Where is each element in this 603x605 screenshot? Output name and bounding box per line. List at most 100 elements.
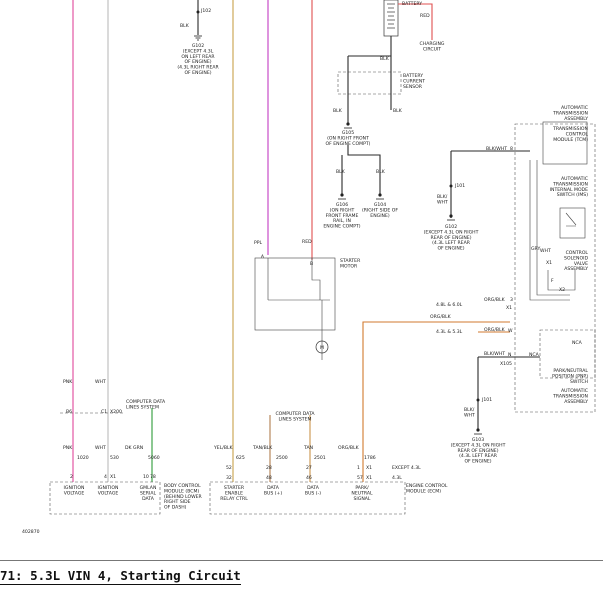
label-x200: X200 bbox=[110, 409, 122, 415]
ims-switch-icon bbox=[565, 212, 577, 227]
label-pinw: W bbox=[508, 328, 513, 334]
label-c5060: 5060 bbox=[148, 455, 160, 461]
label-blkwht-b: BLK/WHT bbox=[464, 407, 475, 418]
wire-orgblk bbox=[362, 321, 510, 482]
automatic-transmission-assembly-box bbox=[514, 123, 596, 413]
label-p27: 27 bbox=[306, 465, 312, 471]
battery-icon bbox=[383, 0, 399, 37]
label-tanblk: TAN/BLK bbox=[252, 445, 273, 451]
bcm-box bbox=[49, 481, 161, 515]
ground-g104-icon bbox=[376, 193, 384, 200]
label-yelblk: YEL/BLK bbox=[213, 445, 234, 451]
tcm-box bbox=[542, 121, 588, 165]
label-blkwht-a: BLK/WHT bbox=[437, 194, 448, 205]
label-p57: 57 bbox=[357, 475, 363, 481]
label-x1d: X1 bbox=[366, 475, 372, 481]
label-l48: 4.8L & 6.0L bbox=[436, 302, 463, 308]
label-j101b: J101 bbox=[481, 397, 492, 403]
label-p46: 46 bbox=[306, 475, 312, 481]
label-exc43: EXCEPT 4.3L bbox=[392, 465, 421, 471]
label-ppl: PPL bbox=[254, 240, 263, 246]
label-nca2: NCA bbox=[572, 340, 583, 346]
ground-g103-icon bbox=[474, 428, 482, 435]
label-blk-l: BLK bbox=[333, 108, 343, 114]
label-p1: 1 bbox=[357, 465, 360, 471]
label-m: M bbox=[320, 345, 324, 351]
label-b6: B6 bbox=[66, 409, 72, 415]
label-blkwht-8: BLK/WHT bbox=[486, 146, 507, 152]
label-battery: BATTERY bbox=[402, 1, 422, 7]
label-p10: 10 bbox=[143, 474, 149, 480]
label-f: F bbox=[551, 278, 554, 284]
label-blkwht-n: BLK/WHT bbox=[484, 351, 505, 357]
ground-g102-icon bbox=[194, 35, 202, 41]
label-pin3: 3 bbox=[510, 297, 513, 303]
label-b: B bbox=[310, 261, 313, 267]
label-pnk: PNK bbox=[63, 379, 73, 385]
label-dkgrn: DK GRN bbox=[125, 445, 143, 451]
label-p32: 32 bbox=[226, 475, 232, 481]
label-l43: 4.3L & 5.3L bbox=[436, 329, 463, 335]
label-blk-top: BLK bbox=[180, 23, 190, 29]
label-c2501: 2501 bbox=[314, 455, 326, 461]
label-tan: TAN bbox=[303, 445, 313, 451]
label-p28: 28 bbox=[266, 465, 272, 471]
label-pnk2: PNK bbox=[63, 445, 73, 451]
starter-internal-wiring bbox=[267, 258, 330, 360]
label-x1c: X1 bbox=[366, 465, 372, 471]
label-c2500: 2500 bbox=[276, 455, 288, 461]
wire-internal-1 bbox=[529, 160, 570, 301]
label-c530: 530 bbox=[110, 455, 119, 461]
wire-red-charging bbox=[398, 3, 433, 40]
splice-j101b bbox=[476, 398, 480, 402]
label-wht2: WHT bbox=[95, 445, 106, 451]
figure-id: 402870 bbox=[22, 529, 40, 535]
wire-blk-g106-g104 bbox=[341, 145, 381, 195]
label-c1: C1 bbox=[101, 409, 107, 415]
separator bbox=[0, 560, 603, 561]
label-blk-r: BLK bbox=[393, 108, 403, 114]
label-c1786: 1786 bbox=[364, 455, 376, 461]
label-orgblk-w: ORG/BLK bbox=[484, 327, 506, 333]
ground-g106-icon bbox=[338, 193, 346, 200]
label-l43b: 4.3L bbox=[392, 475, 402, 481]
label-p2: 2 bbox=[70, 474, 73, 480]
label-c1020: 1020 bbox=[77, 455, 89, 461]
figure-caption: 71: 5.3L VIN 4, Starting Circuit bbox=[0, 568, 241, 585]
label-gry: GRY bbox=[531, 246, 540, 252]
starter-motor-box bbox=[254, 257, 336, 331]
label-j102: J102 bbox=[200, 8, 211, 14]
label-red-m: RED bbox=[302, 239, 312, 245]
label-blk-b1: BLK bbox=[380, 56, 390, 62]
label-orgblk-long: ORG/BLK bbox=[430, 314, 452, 320]
label-blk-l2: BLK bbox=[336, 169, 346, 175]
label-blk-r2: BLK bbox=[376, 169, 386, 175]
label-p52: 52 bbox=[226, 465, 232, 471]
label-j101a: J101 bbox=[454, 183, 465, 189]
pnp-switch-box bbox=[539, 329, 596, 379]
label-pin8: 8 bbox=[510, 146, 513, 152]
splice-j101a bbox=[449, 184, 453, 188]
control-solenoid-box bbox=[547, 270, 576, 291]
ground-g105-icon bbox=[344, 122, 352, 129]
